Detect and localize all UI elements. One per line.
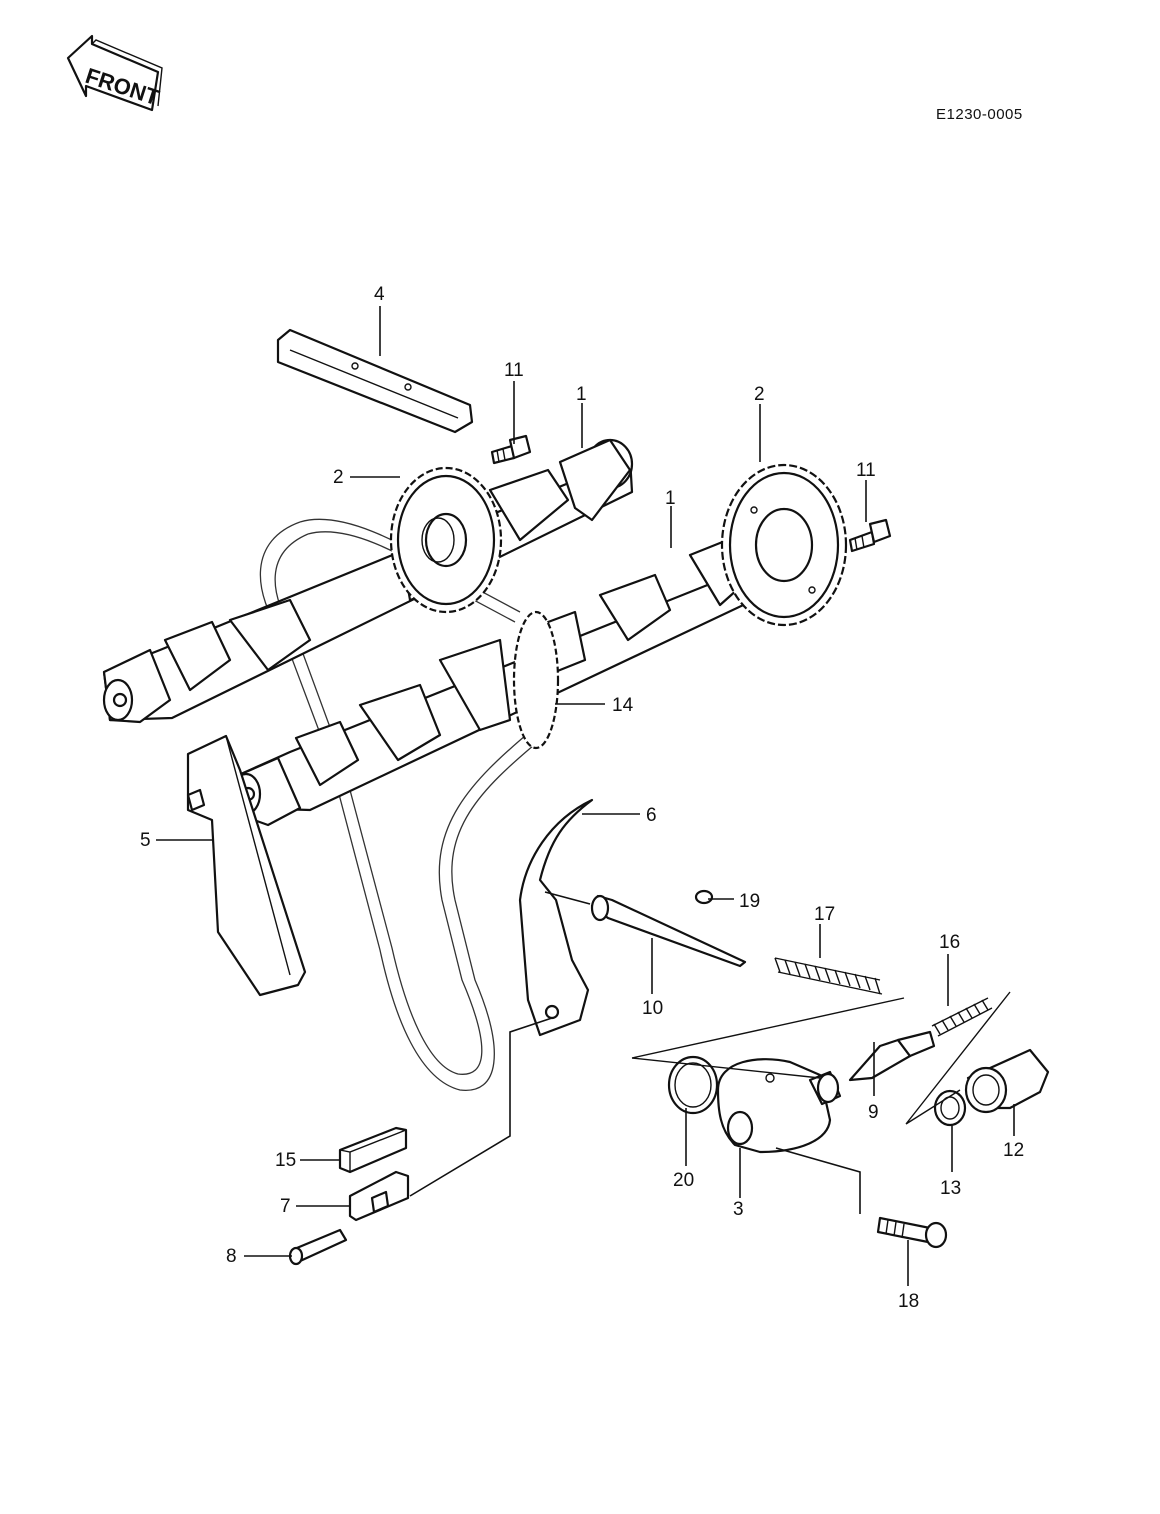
- callout-13: 13: [940, 1178, 961, 1199]
- callout-20: 20: [673, 1170, 694, 1191]
- spring-16: [931, 997, 993, 1037]
- callout-4: 4: [374, 284, 385, 305]
- callout-3: 3: [733, 1199, 744, 1220]
- callout-9: 9: [868, 1102, 879, 1123]
- bolt-18: [876, 1216, 948, 1249]
- callout-2-right: 2: [754, 384, 765, 405]
- callout-2-left: 2: [333, 467, 344, 488]
- callout-1-upper: 1: [576, 384, 587, 405]
- slider-7: [348, 1170, 410, 1222]
- camshaft-lower: [230, 531, 777, 827]
- cam-sprocket-right: [720, 463, 848, 627]
- bolt-11-left: [490, 434, 532, 465]
- leader-lines: [156, 306, 1015, 1286]
- tensioner-body: [716, 1058, 842, 1154]
- callout-5: 5: [140, 830, 151, 851]
- spring-17: [774, 957, 883, 995]
- cam-sprocket-left: [389, 466, 503, 614]
- callout-12: 12: [1003, 1140, 1024, 1161]
- o-ring-20: [667, 1055, 719, 1115]
- chain-tensioner-guide: [518, 798, 594, 1037]
- callout-11-right: 11: [856, 460, 876, 481]
- callout-18: 18: [898, 1291, 919, 1312]
- block-15: [338, 1126, 408, 1174]
- callout-10: 10: [642, 998, 663, 1019]
- front-arrow-icon: FRONT: [66, 34, 163, 112]
- diagram-code: E1230-0005: [936, 106, 1023, 123]
- cam-chain-links: [512, 610, 560, 750]
- callout-1-lower: 1: [665, 488, 676, 509]
- chain-guide-top: [276, 328, 474, 434]
- pin-19: [694, 889, 714, 905]
- callout-8: 8: [226, 1246, 237, 1267]
- bolt-11-right: [848, 518, 892, 553]
- pin-8: [288, 1228, 348, 1266]
- callout-7: 7: [280, 1196, 291, 1217]
- chain-guide-front: [186, 734, 307, 997]
- tensioner-pushrod: [590, 894, 747, 968]
- callout-6: 6: [646, 805, 657, 826]
- callout-15: 15: [275, 1150, 296, 1171]
- cap-12: [964, 1048, 1050, 1114]
- washer-13: [933, 1089, 967, 1127]
- callout-19: 19: [739, 891, 760, 912]
- callout-17: 17: [814, 904, 835, 925]
- plunger-9: [848, 1030, 936, 1082]
- callout-16: 16: [939, 932, 960, 953]
- callout-11-left: 11: [504, 360, 524, 381]
- callout-14: 14: [612, 695, 634, 716]
